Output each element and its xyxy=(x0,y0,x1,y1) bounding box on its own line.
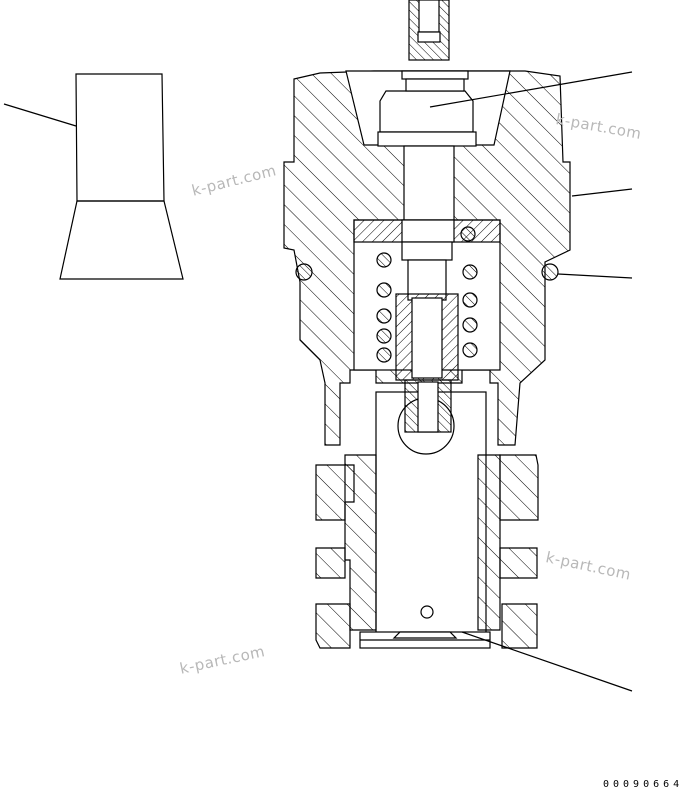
plug-detail xyxy=(3,73,184,280)
part-number: 00090664 xyxy=(603,779,683,790)
